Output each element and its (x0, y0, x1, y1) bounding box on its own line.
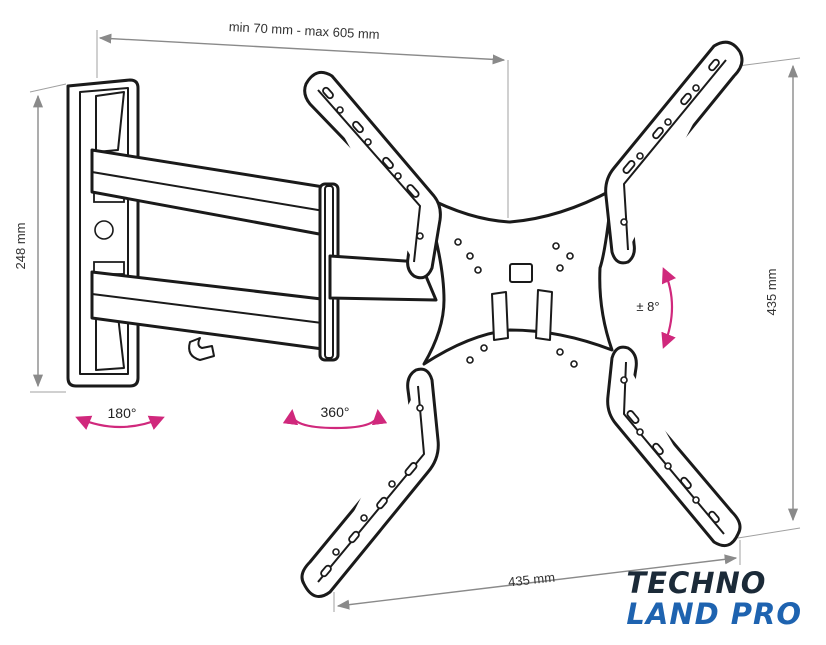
arm-extension-label: min 70 mm - max 605 mm (228, 19, 380, 42)
vesa-arm-top-right (604, 40, 744, 265)
vesa-arm-bottom-left (300, 367, 440, 598)
vesa-arm-top-left (303, 70, 442, 280)
dim-wall-plate-height: 248 mm (13, 83, 67, 393)
rotation-360: 360° (282, 404, 388, 430)
tilt-indicator: ± 8° (636, 267, 677, 349)
vesa-plate (422, 188, 614, 368)
rotation-180: 180° (75, 405, 165, 430)
rotation-360-label: 360° (321, 404, 350, 420)
vesa-height-label: 435 mm (764, 269, 779, 316)
brand-line-2: LAND PRO (626, 597, 802, 631)
brand-logo: TECHNO LAND PRO (626, 568, 802, 630)
tilt-label: ± 8° (636, 299, 659, 314)
dim-vesa-width: 435 mm (333, 540, 741, 612)
vesa-arm-bottom-right (606, 345, 742, 548)
rotation-180-label: 180° (108, 405, 137, 421)
wall-plate-height-label: 248 mm (13, 223, 28, 270)
vesa-width-label: 435 mm (507, 570, 555, 590)
wall-plate (66, 78, 140, 388)
brand-line-1: TECHNO (626, 566, 767, 600)
dim-vesa-height: 435 mm (737, 57, 801, 539)
